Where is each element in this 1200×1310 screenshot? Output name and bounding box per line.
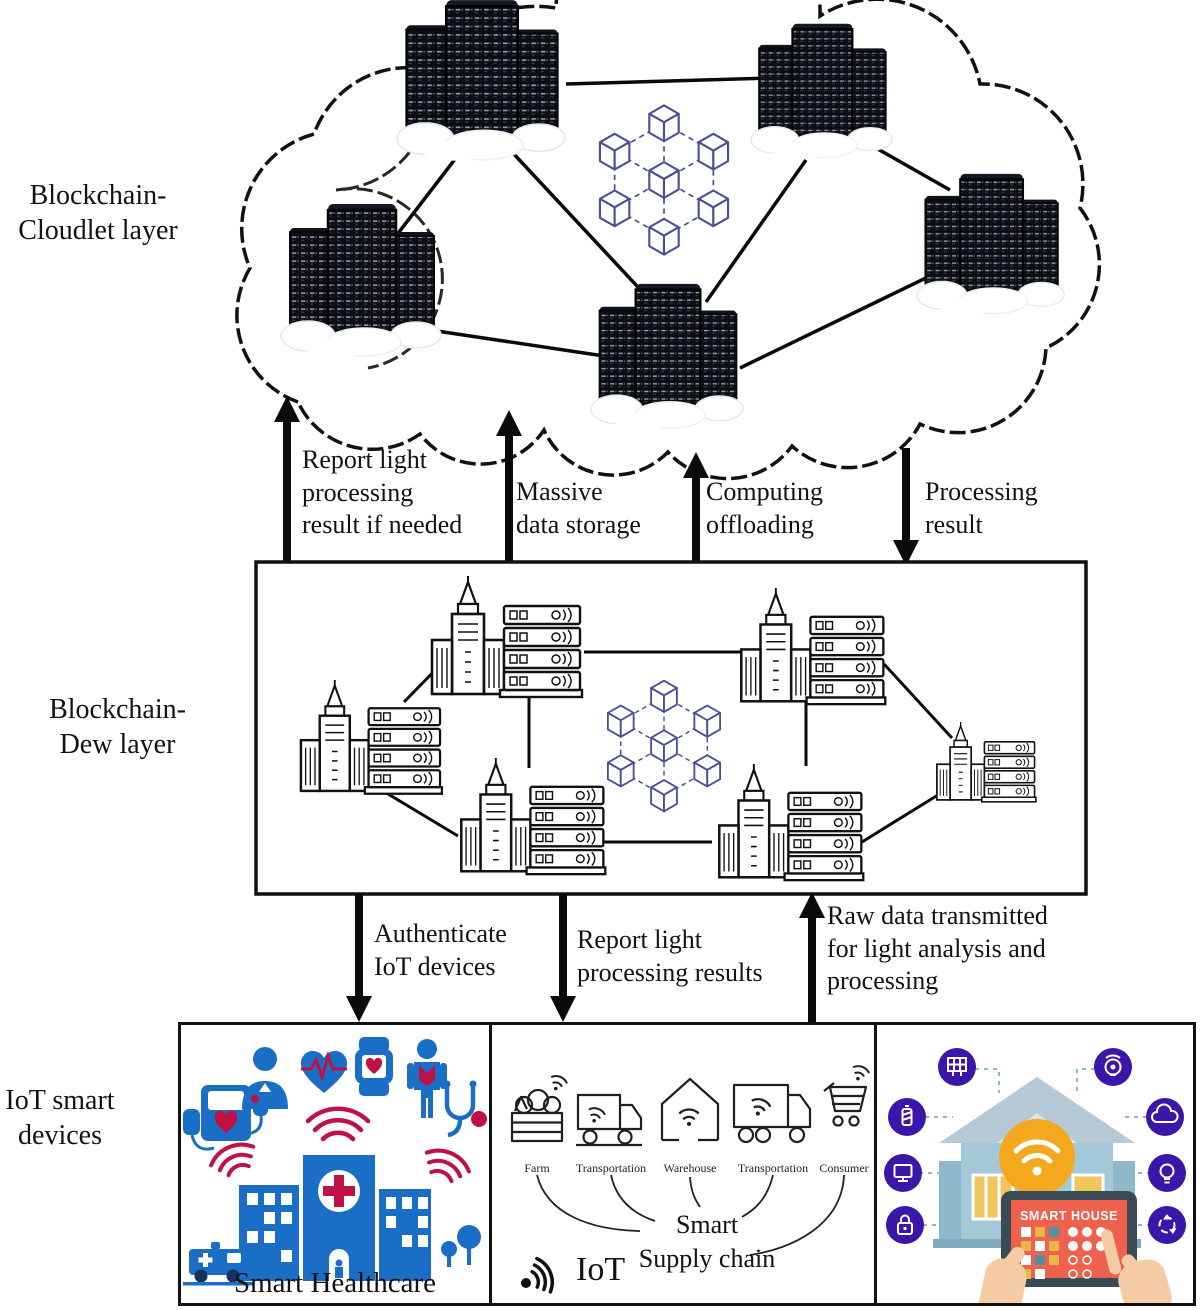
wifi-blob-icon: [999, 1119, 1075, 1195]
supply-stage-label: Transportation: [575, 1161, 647, 1175]
hospital-buildings-icon: [239, 1155, 431, 1281]
arrow-label-processing-result: Processing result: [925, 477, 1038, 539]
panel-smart-supply-chain: Farm Transportation Warehouse Transporta…: [489, 1022, 877, 1306]
supply-chain-connectors: [536, 1174, 845, 1256]
iot-layer-label: IoT smart devices: [5, 1085, 115, 1151]
smart-devices: [884, 1048, 1186, 1244]
arrow-report-results-down: [550, 894, 576, 1022]
dew-iot-arrows: [346, 892, 825, 1024]
wifi-signal-icon: [209, 1106, 471, 1184]
dew-layer-label: Blockchain- Dew layer: [49, 694, 186, 760]
arrow-computing-offloading-up: [683, 452, 709, 564]
delivery-truck-icon: [732, 1083, 812, 1144]
cloudlet-links: [394, 76, 951, 370]
arrow-processing-result-down: [893, 448, 919, 566]
supply-chain-title: Smart Supply chain: [638, 1210, 776, 1273]
dew-layer-box: [254, 560, 1088, 896]
security-camera-icon: [1094, 1048, 1132, 1086]
smartwatch-icon: [355, 1037, 393, 1096]
arrow-label-report-results: Report light processing results: [577, 925, 763, 987]
smart-lock-icon: [886, 1206, 924, 1244]
panel-smart-healthcare: Smart Healthcare: [178, 1022, 492, 1306]
arrow-massive-storage-up: [496, 410, 522, 564]
arrow-label-raw-data: Raw data transmitted for light analysis …: [827, 901, 1048, 995]
shopping-cart-icon: [823, 1062, 872, 1127]
light-bulb-icon: [1148, 1154, 1186, 1192]
arrow-label-report-light: Report light processing result if needed: [302, 445, 463, 539]
cloudlet-cloud: [235, 0, 1102, 481]
arrow-authenticate-down: [346, 894, 372, 1022]
iot-signal-icon: [521, 1256, 554, 1294]
arrow-label-computing-offloading: Computing offloading: [706, 477, 824, 539]
heart-ecg-icon: [300, 1051, 348, 1093]
healthcare-title: Smart Healthcare: [233, 1267, 437, 1299]
arrow-label-massive-storage: Massive data storage: [516, 477, 641, 539]
supply-stage-label: Consumer: [819, 1161, 869, 1175]
tablet-screen-title: SMART HOUSE: [1020, 1209, 1118, 1223]
arrow-raw-data-up: [799, 892, 825, 1024]
supply-stage-label: Farm: [524, 1161, 550, 1175]
supply-stage-label: Warehouse: [663, 1161, 717, 1175]
arrow-report-light-up: [274, 396, 300, 564]
panel-smart-house: SMART HOUSE: [874, 1022, 1196, 1306]
monitor-icon: [884, 1154, 922, 1192]
recycle-icon: [1148, 1206, 1186, 1244]
patient-icon: [407, 1039, 447, 1118]
cloudlet-layer-label: Blockchain- Cloudlet layer: [18, 180, 178, 246]
iot-label: IoT: [576, 1251, 626, 1288]
arrow-label-authenticate: Authenticate IoT devices: [374, 919, 507, 981]
supply-stage-label: Transportation: [737, 1161, 809, 1175]
ambulance-icon: [183, 1242, 253, 1286]
cloud-dew-arrows: [274, 396, 919, 566]
battery-icon: [888, 1098, 926, 1136]
warehouse-icon: [660, 1077, 720, 1142]
cloud-icon: [1146, 1098, 1184, 1136]
stethoscope-icon: [443, 1080, 487, 1138]
solar-panel-icon: [938, 1048, 976, 1086]
hands-icon: [977, 1229, 1172, 1303]
farm-crate-icon: [510, 1072, 570, 1143]
trees-icon: [441, 1225, 481, 1267]
doctor-icon: [242, 1047, 288, 1109]
delivery-truck-icon: [576, 1093, 643, 1147]
